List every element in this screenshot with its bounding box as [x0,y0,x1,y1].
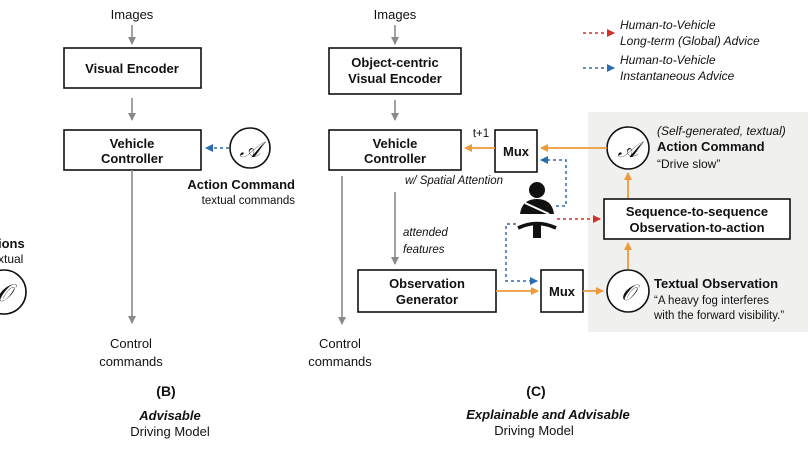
panel-b-output-line2: commands [99,354,163,369]
panel-b-caption-line1: Advisable [138,408,200,423]
panel-b-action-title: Action Command [187,177,295,192]
panel-c-seq2seq-line1: Sequence-to-sequence [626,204,768,219]
panel-b-letter: (B) [156,383,175,399]
panel-c-action-title: Action Command [657,139,765,154]
panel-c-textual-observation-quote-line2: with the forward visibility.” [653,310,784,322]
panel-b-controller-line2: Controller [101,151,163,166]
driver-icon [517,182,557,238]
legend: Human-to-Vehicle Long-term (Global) Advi… [583,18,760,83]
panel-c-encoder-line2: Visual Encoder [348,71,442,86]
panel-b-visual-encoder-box [63,47,202,89]
panel-c: Images Object-centric Visual Encoder Veh… [308,7,791,438]
panel-c-letter: (C) [526,383,545,399]
panel-c-textual-observation-quote-line1: “A heavy fog interferes [654,295,769,307]
panel-b-visual-encoder-label: Visual Encoder [85,61,179,76]
panel-c-action-quote: “Drive slow” [657,157,720,171]
panel-c-attended-line1: attended [403,227,448,239]
panel-b-caption-line2: Driving Model [130,424,210,439]
legend-global-line2: Long-term (Global) Advice [620,34,760,48]
panel-b-controller-line1: Vehicle [110,136,155,151]
panel-c-textual-observation-title: Textual Observation [654,276,778,291]
legend-instant-line1: Human-to-Vehicle [620,53,716,67]
legend-global-line1: Human-to-Vehicle [620,18,716,32]
panel-c-observation-generator-line1: Observation [389,276,465,291]
panel-b-output-line1: Control [110,336,152,351]
panel-c-mux-bottom-box [540,269,584,313]
panel-b-action-subtitle: textual commands [202,195,296,207]
panel-a-fragment: ions xtual 𝒪 [0,236,27,315]
panel-c-spatial-attention-label: w/ Spatial Attention [405,175,503,187]
panel-c-observation-generator-box [357,269,497,313]
panel-c-seq2seq-box [603,198,791,240]
panel-b-images-label: Images [111,7,154,22]
panel-a-title-fragment: ions [0,236,25,251]
panel-a-observation-circle [0,269,27,315]
panel-c-instant-advice-to-mux-bottom [505,223,538,285]
legend-instant-line2: Instantaneous Advice [620,69,735,83]
panel-b-vehicle-controller-box [63,129,202,171]
panel-c-mux-top-label: Mux [503,144,530,159]
panel-c-seq2seq-line2: Observation-to-action [629,220,764,235]
panel-c-controller-line1: Vehicle [373,136,418,151]
panel-c-caption-line2: Driving Model [494,423,574,438]
panel-b: Images Visual Encoder Vehicle Controller… [63,7,296,439]
panel-b-action-circle [229,127,271,169]
panel-c-observation-circle [606,269,650,313]
panel-c-instant-advice-to-mux-top [540,156,567,207]
panel-c-vehicle-controller-box [328,129,462,171]
panel-c-mux-bottom-label: Mux [549,284,576,299]
panel-a-subtitle-fragment: xtual [0,252,23,266]
panel-c-controller-line2: Controller [364,151,426,166]
panel-c-attended-line2: features [403,244,445,256]
panel-c-output-line1: Control [319,336,361,351]
panel-c-output-line2: commands [308,354,372,369]
panel-c-encoder-box [328,47,462,95]
panel-c-timestep-label: t+1 [473,128,489,140]
panel-c-caption-line1: Explainable and Advisable [466,407,630,422]
panel-c-encoder-line1: Object-centric [351,55,438,70]
panel-c-observation-generator-line2: Generator [396,292,458,307]
panel-c-self-generated-label: (Self-generated, textual) [657,124,786,138]
panel-c-images-label: Images [374,7,417,22]
panel-c-mux-top-box [494,129,538,173]
